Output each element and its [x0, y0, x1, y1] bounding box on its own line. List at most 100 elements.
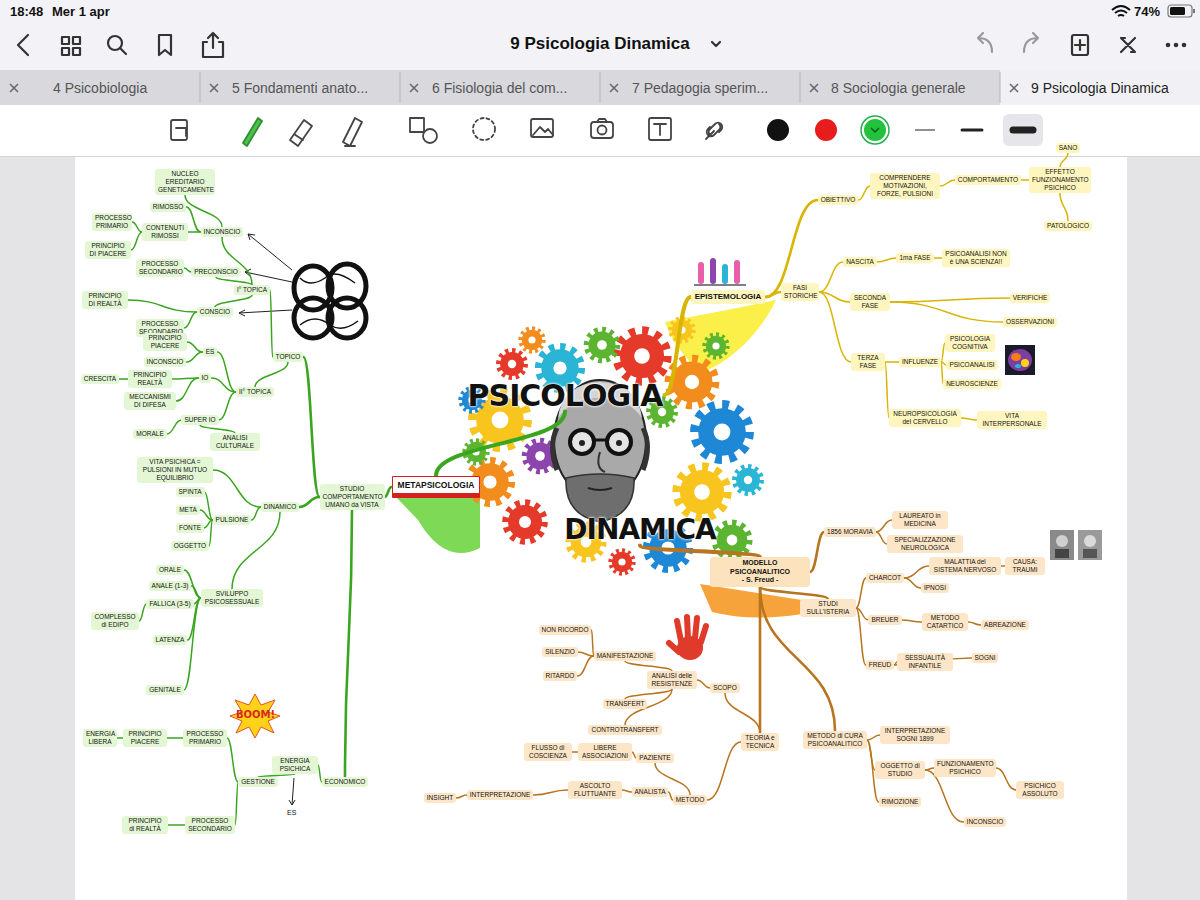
branch-line — [1060, 193, 1068, 221]
node-text: NON RICORDO — [542, 626, 589, 634]
node-text: CONTROTRANSFERT — [591, 726, 658, 734]
branch-connector — [819, 262, 843, 292]
branch-connector — [996, 768, 1016, 790]
color-swatches — [864, 119, 886, 141]
freud-portrait — [616, 440, 622, 446]
toolbar-icons — [598, 126, 607, 135]
mindmap-node: FONTE — [176, 523, 204, 533]
mindmap-node: COMPORTAMENTO — [955, 175, 1021, 185]
node-text: FUNZIONAMENTO PSICHICO — [937, 760, 993, 776]
branch-line — [707, 742, 741, 800]
branch-connector — [760, 587, 761, 733]
node-text: NEUROPSICOLOGIA del CERVELLO — [892, 410, 958, 426]
branch-connector — [760, 587, 828, 599]
color-swatches — [915, 130, 935, 131]
nav-icons — [18, 35, 28, 55]
branch-connector — [765, 292, 781, 297]
branch-connector — [200, 425, 235, 433]
toolbar-icons — [171, 120, 187, 140]
mindmap-node: OGGETTO — [171, 541, 209, 551]
node-text: VITA INTERPERSONALE — [980, 412, 1044, 428]
brain-scan — [1015, 364, 1021, 368]
mindmap-node: SPECIALIZZAZIONE NEUROLOGICA — [887, 535, 963, 553]
brain-scan — [1011, 353, 1021, 361]
central-title: PSICOLOGIA — [466, 379, 665, 412]
node-text: INTERPRETAZIONE SOGNI 1899 — [883, 727, 947, 743]
photo-thumbnails — [1084, 535, 1096, 547]
branch-line — [217, 352, 236, 392]
branch-connector — [819, 292, 851, 362]
photo-thumbnails — [1078, 530, 1102, 560]
node-text: VERIFICHE — [1013, 294, 1048, 302]
mindmap-node: NEUROSCIENZE — [943, 379, 1001, 389]
toolbar-icons — [591, 122, 613, 138]
branch-line — [725, 693, 760, 733]
nav-icons — [73, 48, 80, 55]
mindmap-node: PRINCIPIO PIACERE — [123, 729, 167, 747]
branch-line — [211, 378, 236, 392]
node-text: ES — [206, 348, 215, 356]
branch-connector — [191, 586, 201, 598]
color-swatches — [767, 114, 1043, 146]
mindmap-node: SUPER IO — [181, 415, 218, 425]
nav-icons — [18, 33, 1135, 57]
branch-line — [640, 545, 760, 557]
node-text: ECONOMICO — [325, 778, 366, 786]
app-bars — [0, 0, 1200, 70]
node-text: ANALISI CULTURALE — [213, 434, 257, 450]
node-text: ASCOLTO FLUTTUANTE — [571, 782, 619, 798]
mindmap-node: OGGETTO di STUDIO — [875, 761, 925, 779]
toolbar-icons — [410, 118, 424, 132]
branch-connector — [902, 620, 922, 622]
node-text: II° TOPICA — [239, 388, 271, 396]
branch-line — [184, 268, 191, 272]
gear-cluster — [695, 405, 749, 459]
brain-scan — [1005, 345, 1035, 375]
mindmap-node: METODO CATARTICO — [922, 613, 968, 631]
branch-line — [765, 292, 781, 297]
tab-title: 6 Fisiologia del com... — [432, 80, 567, 96]
node-text: NEUROSCIENZE — [946, 380, 998, 388]
mindmap-node: 1856 MORAVIA — [824, 527, 876, 537]
branch-connector — [176, 378, 199, 401]
gear-cluster — [460, 318, 761, 573]
branch-line — [299, 497, 319, 507]
mindmap-node: SILENZIO — [542, 647, 578, 657]
branch-connector — [385, 487, 392, 497]
more-icon — [1182, 43, 1187, 48]
branch-line — [890, 298, 1010, 302]
freud-portrait — [570, 430, 594, 454]
mindmap-node: TRANSFERT — [603, 699, 648, 709]
test-tubes — [710, 258, 716, 284]
node-text: PRINCIPIO di REALTÀ — [125, 817, 165, 833]
node-text: METODO di CURA PSICOANALITICO — [806, 732, 864, 748]
mindmap-node: PRINCIPIO PIACERE — [143, 333, 187, 351]
tab-close-icon — [410, 84, 418, 92]
status-icons — [1112, 6, 1130, 16]
branch-line — [904, 566, 929, 578]
mindmap-node: COMPRENDERE MOTIVAZIONI, FORZE, PULSIONI — [870, 173, 940, 199]
mindmap-node: VITA INTERPERSONALE — [977, 411, 1047, 429]
branch-line — [187, 342, 203, 352]
branch-line — [622, 790, 632, 792]
node-text: SOGNI — [975, 654, 996, 662]
app-bars — [0, 70, 1200, 105]
app-bars — [75, 157, 1127, 900]
node-text: ABREAZIONE — [984, 621, 1026, 629]
gear-cluster — [735, 467, 762, 494]
node-text: ORALE — [159, 566, 181, 574]
mindmap-node: INSIGHT — [424, 793, 456, 803]
mindmap-node: ANALISI delle RESISTENZE — [647, 671, 697, 689]
branch-line — [968, 622, 981, 625]
branch-line — [385, 487, 392, 497]
status-icons — [1193, 9, 1195, 13]
test-tubes — [698, 262, 704, 284]
branch-line — [235, 782, 238, 825]
test-tubes — [734, 260, 740, 284]
brain-sketch — [294, 264, 366, 338]
node-text: PRECONSCIO — [194, 268, 238, 276]
brain-scan — [1021, 359, 1029, 367]
branch-connector — [186, 207, 200, 232]
test-tubes — [694, 258, 746, 285]
branch-line — [578, 652, 594, 656]
